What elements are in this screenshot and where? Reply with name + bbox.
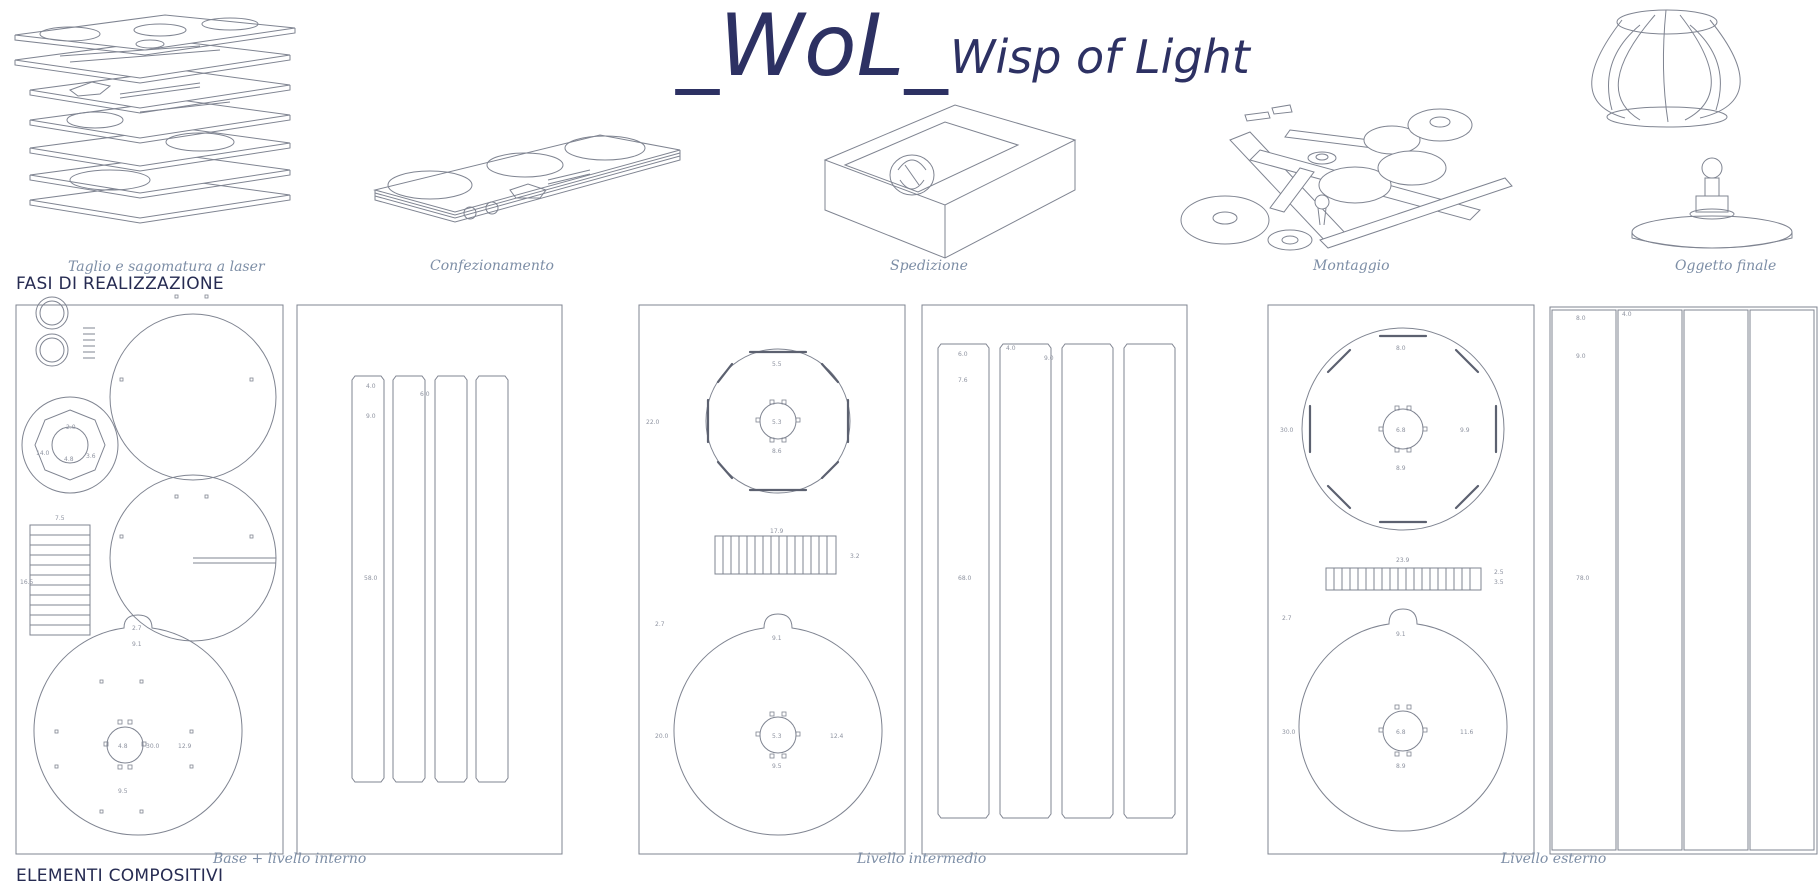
dim-base-dish-a: 4.8 bbox=[118, 743, 128, 750]
dim-outer-dish-a: 9.1 bbox=[1396, 631, 1406, 638]
dim-outer-ring-c: 9.9 bbox=[1460, 427, 1470, 434]
dim-outer-strip-c: 4.0 bbox=[1622, 311, 1632, 318]
dim-outer-ring-d: 8.9 bbox=[1396, 465, 1406, 472]
dim-outer-dish-b: 6.8 bbox=[1396, 729, 1406, 736]
dim-base-fins-h: 16.5 bbox=[20, 579, 34, 586]
dim-mid-strip-a: 6.0 bbox=[958, 351, 968, 358]
dim-mid-dish-a: 9.1 bbox=[772, 635, 782, 642]
dim-mid-ring-a: 5.5 bbox=[772, 361, 782, 368]
dim-inner-c: 9.0 bbox=[366, 413, 376, 420]
dim-mid-dish-d: 9.5 bbox=[772, 763, 782, 770]
dim-inner-b: 6.0 bbox=[420, 391, 430, 398]
dim-base-fins-w: 7.5 bbox=[55, 515, 65, 522]
logo-subtitle: Wisp of Light bbox=[950, 30, 1250, 84]
dim-outer-dish-d: 8.9 bbox=[1396, 763, 1406, 770]
base-fins bbox=[29, 524, 91, 636]
dim-mid-strip-c: 4.0 bbox=[1006, 345, 1016, 352]
dim-base-dish-d: 9.5 bbox=[118, 788, 128, 795]
dim-base-ring-b: 4.8 bbox=[64, 456, 74, 463]
dim-outer-dish-f: 2.7 bbox=[1282, 615, 1292, 622]
dim-inner-length: 58.0 bbox=[364, 575, 378, 582]
panel-outer-parts: 8.0 6.8 9.9 8.9 30.0 23.9 3.5 2.5 9.1 6.… bbox=[1267, 304, 1535, 855]
dim-base-dish-f: 9.1 bbox=[132, 641, 142, 648]
dim-mid-strip-b: 7.6 bbox=[958, 377, 968, 384]
dim-mid-fins-h: 3.2 bbox=[850, 553, 860, 560]
laser-cut-layers-illustration bbox=[14, 14, 296, 224]
dim-base-ring-c: 3.6 bbox=[86, 453, 96, 460]
dim-mid-dish-e: 20.0 bbox=[655, 733, 669, 740]
dim-mid-dish-f: 2.7 bbox=[655, 621, 665, 628]
elements-heading: ELEMENTI COMPOSITIVI bbox=[16, 866, 224, 886]
dim-outer-dish-c: 11.6 bbox=[1460, 729, 1474, 736]
panel-inner-strips: 4.0 6.0 9.0 58.0 bbox=[296, 304, 563, 855]
step-label-laser: Taglio e sagomatura a laser bbox=[68, 259, 265, 275]
dim-outer-ring-e: 30.0 bbox=[1280, 427, 1294, 434]
dim-outer-strip-a: 8.0 bbox=[1576, 315, 1586, 322]
dim-outer-ring-b: 6.8 bbox=[1396, 427, 1406, 434]
panel-mid-strips: 6.0 7.6 4.0 9.0 68.0 bbox=[921, 304, 1188, 855]
dim-mid-dish-b: 5.3 bbox=[772, 733, 782, 740]
dim-base-dish-e: 2.7 bbox=[132, 625, 142, 632]
phases-heading: FASI DI REALIZZAZIONE bbox=[16, 274, 224, 294]
dim-outer-fins-w: 23.9 bbox=[1396, 557, 1410, 564]
dim-outer-fins-i: 2.5 bbox=[1494, 569, 1504, 576]
group-label-outer: Livello esterno bbox=[1501, 851, 1607, 867]
dim-mid-ring-d: 22.0 bbox=[646, 419, 660, 426]
dim-outer-dish-e: 30.0 bbox=[1282, 729, 1296, 736]
final-lamp-illustration bbox=[1591, 9, 1793, 249]
shipping-box-illustration bbox=[823, 104, 1077, 259]
step-label-final: Oggetto finale bbox=[1675, 258, 1777, 274]
group-label-base: Base + livello interno bbox=[213, 851, 367, 867]
dim-mid-strip-d: 9.0 bbox=[1044, 355, 1054, 362]
dim-outer-ring-a: 8.0 bbox=[1396, 345, 1406, 352]
dim-base-dish-b: 30.0 bbox=[146, 743, 160, 750]
step-label-assembly: Montaggio bbox=[1313, 258, 1390, 274]
dim-mid-dish-c: 12.4 bbox=[830, 733, 844, 740]
dim-mid-ring-c: 8.6 bbox=[772, 448, 782, 455]
dim-mid-fins-w: 17.9 bbox=[770, 528, 784, 535]
dim-mid-strip-length: 68.0 bbox=[958, 575, 972, 582]
logo-title: _WoL_ bbox=[676, 0, 948, 96]
step-label-shipping: Spedizione bbox=[890, 258, 968, 274]
assembly-parts-illustration bbox=[1180, 104, 1513, 251]
dim-base-ring-a: 14.0 bbox=[36, 450, 50, 457]
dim-outer-strip-length: 78.0 bbox=[1576, 575, 1590, 582]
dim-outer-fins-h: 3.5 bbox=[1494, 579, 1504, 586]
panel-outer-strips: 8.0 9.0 4.0 78.0 bbox=[1549, 306, 1818, 855]
dim-base-dish-c: 12.9 bbox=[178, 743, 192, 750]
dim-inner-a: 4.0 bbox=[366, 383, 376, 390]
panel-base-parts: 14.0 4.8 3.6 2.0 7.5 16.5 4.8 30.0 12.9 … bbox=[15, 294, 284, 855]
step-label-packaging: Confezionamento bbox=[430, 258, 554, 274]
dim-base-ring-d: 2.0 bbox=[66, 424, 76, 431]
panel-mid-parts: 5.5 5.3 8.6 22.0 17.9 3.2 9.1 5.3 12.4 9… bbox=[638, 304, 906, 855]
group-label-intermediate: Livello intermedio bbox=[857, 851, 987, 867]
dim-outer-strip-b: 9.0 bbox=[1576, 353, 1586, 360]
packaging-stack-illustration bbox=[373, 134, 681, 223]
dim-mid-ring-b: 5.3 bbox=[772, 419, 782, 426]
